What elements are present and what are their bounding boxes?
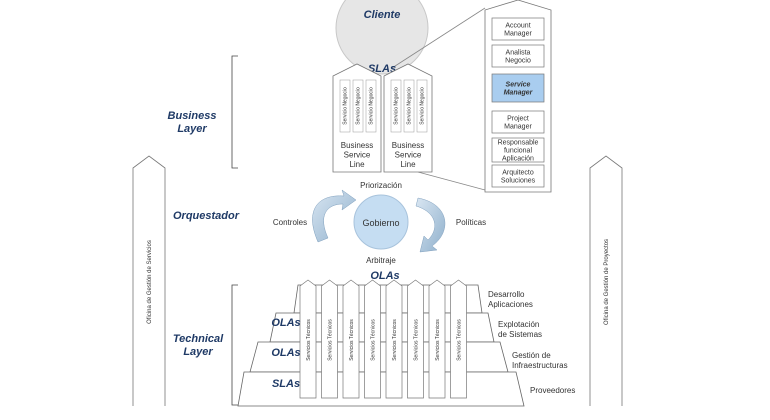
zoom-line-bottom xyxy=(417,171,486,191)
servicio-tecnico-label-0: Servicios Técnicos xyxy=(306,319,312,361)
bsl-label-1-0: Business xyxy=(392,141,424,150)
role-label-2-1: Manager xyxy=(504,90,534,97)
arbitraje-label: Arbitraje xyxy=(366,256,396,265)
servicio-tecnico-label-4: Servicios Técnicos xyxy=(392,319,398,361)
office-projects-label: Oficina de Gestión de Proyectos xyxy=(604,239,610,325)
bsl-label-1-2: Line xyxy=(400,160,416,169)
role-label-1-1: Negocio xyxy=(505,58,531,65)
cycle-arrow-right xyxy=(415,197,446,253)
role-label-4-0: Responsable xyxy=(498,139,539,146)
servicio-tecnico-col-3 xyxy=(364,279,381,399)
tier-name-infra-2: Infraestructuras xyxy=(512,361,568,370)
servicio-negocio-label-1-2: Servicio Negocio xyxy=(420,87,426,125)
politicas-label: Políticas xyxy=(456,218,486,227)
role-label-0-0: Account xyxy=(505,22,530,29)
roles-list: AccountManagerAnalistaNegocioServiceMana… xyxy=(491,17,545,188)
gobierno-label: Gobierno xyxy=(362,218,399,228)
tier-name-desarrollo-1: Desarrollo xyxy=(488,290,525,299)
servicio-negocio-col-0-0 xyxy=(339,79,351,133)
servicio-tecnico-col-7 xyxy=(450,279,467,399)
servicio-tecnico-col-4 xyxy=(385,279,403,399)
tier-name-proveedores: Proveedores xyxy=(530,386,575,395)
role-box-2 xyxy=(491,73,545,103)
servicio-negocio-col-1-2 xyxy=(416,79,428,133)
office-services-label: Oficina de Gestión de Servicios xyxy=(147,240,153,324)
role-label-2-0: Service xyxy=(506,81,531,88)
gobierno-circle xyxy=(353,194,409,250)
servicio-tecnico-label-1: Servicios Técnicos xyxy=(328,319,334,361)
tier-name-explotacion-1: Explotación xyxy=(498,320,539,329)
tier-name-explotacion-2: de Sistemas xyxy=(498,330,542,339)
bsl-label-0-0: Business xyxy=(341,141,373,150)
technical-bracket xyxy=(231,284,238,406)
zoom-line-top xyxy=(391,7,486,69)
servicio-tecnico-col-1 xyxy=(321,279,338,399)
servicios-tecnicos-columns: Servicios Técnicos Servicios Técnicos Serv… xyxy=(299,279,467,399)
role-label-5-1: Soluciones xyxy=(501,178,536,185)
office-projects-pillar xyxy=(589,155,623,406)
tier-label-slas: SLAs xyxy=(272,378,300,390)
tier-label-olas-1: OLAs xyxy=(271,317,300,329)
role-box-1 xyxy=(491,44,545,68)
role-label-3-0: Project xyxy=(507,115,529,122)
role-label-3-1: Manager xyxy=(504,124,532,131)
servicio-negocio-label-0-0: Servicio Negocio xyxy=(343,87,349,125)
technical-layer-label-1: Technical xyxy=(173,333,224,345)
olas-title: OLAs xyxy=(370,270,399,282)
servicio-negocio-label-0-1: Servicio Negocio xyxy=(356,87,362,125)
office-services-pillar xyxy=(132,155,166,406)
bsl-label-1-1: Service xyxy=(395,151,422,160)
cliente-label: Cliente xyxy=(364,9,401,21)
role-box-0 xyxy=(491,17,545,41)
role-box-3 xyxy=(491,110,545,134)
business-bracket xyxy=(231,55,238,169)
bsl-label-0-1: Service xyxy=(344,151,371,160)
servicio-negocio-label-0-2: Servicio Negocio xyxy=(369,87,375,125)
business-layer-label-2: Layer xyxy=(177,123,207,135)
cycle-arrow-left xyxy=(312,189,357,243)
servicio-negocio-col-0-1 xyxy=(352,79,364,133)
servicio-tecnico-label-2: Servicios Técnicos xyxy=(349,319,355,361)
servicio-tecnico-col-0 xyxy=(299,279,317,399)
servicio-negocio-col-1-0 xyxy=(390,79,402,133)
cliente-circle xyxy=(335,0,429,75)
role-label-5-0: Arquitecto xyxy=(502,169,534,176)
slas-title: SLAs xyxy=(368,63,396,75)
servicio-tecnico-label-6: Servicios Técnicos xyxy=(435,319,441,361)
servicio-negocio-col-0-2 xyxy=(365,79,377,133)
priorizacion-label: Priorización xyxy=(360,181,402,190)
servicio-tecnico-label-7: Servicios Técnicos xyxy=(457,319,463,361)
servicio-tecnico-col-2 xyxy=(342,279,360,399)
servicio-tecnico-label-5: Servicios Técnicos xyxy=(414,319,420,361)
servicio-negocio-label-1-0: Servicio Negocio xyxy=(394,87,400,125)
tier-label-olas-2: OLAs xyxy=(271,347,300,359)
role-label-1-0: Analista xyxy=(506,49,531,56)
orquestador-label: Orquestador xyxy=(173,210,240,222)
role-label-4-1: funcional xyxy=(504,148,532,155)
servicio-negocio-col-1-1 xyxy=(403,79,415,133)
bsl-label-0-2: Line xyxy=(349,160,365,169)
business-service-lines: Servicio Negocio Servicio Negocio Servicio… xyxy=(332,63,433,173)
tier-name-desarrollo-2: Aplicaciones xyxy=(488,300,533,309)
role-label-0-1: Manager xyxy=(504,31,532,38)
controles-label: Controles xyxy=(273,218,307,227)
business-layer-label-1: Business xyxy=(168,110,217,122)
role-label-4-2: Aplicación xyxy=(502,156,534,163)
servicio-tecnico-col-5 xyxy=(407,279,424,399)
role-box-4 xyxy=(491,137,545,163)
role-box-5 xyxy=(491,164,545,188)
servicio-tecnico-label-3: Servicios Técnicos xyxy=(371,319,377,361)
technical-layer-label-2: Layer xyxy=(183,346,213,358)
servicio-negocio-label-1-1: Servicio Negocio xyxy=(407,87,413,125)
tier-name-infra-1: Gestión de xyxy=(512,351,551,360)
servicio-tecnico-col-6 xyxy=(428,279,446,399)
